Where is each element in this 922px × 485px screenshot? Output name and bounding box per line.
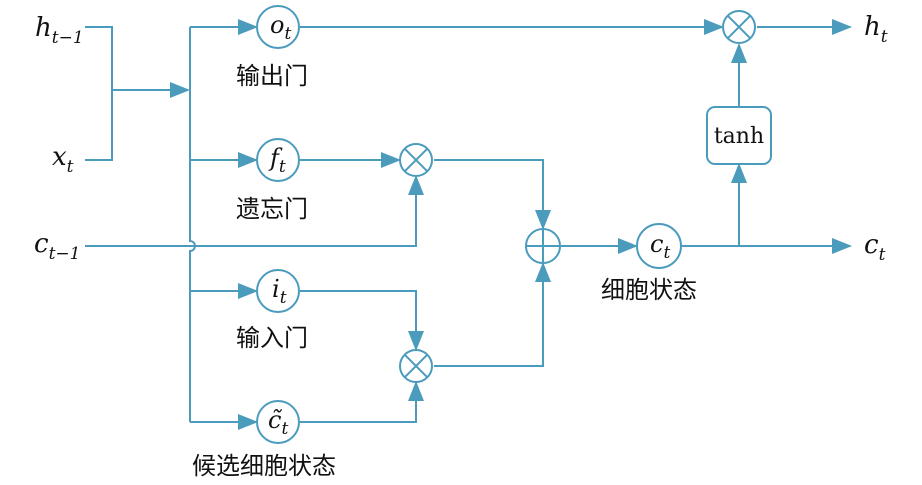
h-t-label: ht [864,12,888,47]
x-t-label: xt [52,142,74,177]
add-node [525,228,561,264]
input-gate-caption: 输入门 [236,324,308,352]
output-multiply-node [722,10,756,44]
output-gate-caption: 输出门 [236,62,308,90]
wire-ct-to-mult [300,381,424,423]
forget-gate-node [256,138,300,182]
candidate-node [256,400,300,444]
wire-h-prev [85,26,113,161]
wire-c-prev [85,175,424,247]
tanh-label: tanh [714,124,764,149]
output-gate-symbol: ot [270,11,291,44]
h-prev-label: ht−1 [35,13,84,48]
wire-fmult-to-add [434,159,551,230]
tanh-box [706,106,772,165]
cell-state-caption: 细胞状态 [601,276,697,304]
wire-bus [189,27,196,422]
cell-state-node [636,223,682,269]
output-gate-node [256,5,300,49]
c-t-label: ct [864,230,886,265]
cell-state-symbol: ct [650,230,670,263]
input-gate-symbol: it [272,275,287,308]
c-prev-label: ct−1 [34,229,80,264]
input-gate-node [256,269,300,313]
wire-imult-to-add [434,262,551,367]
forget-gate-caption: 遗忘门 [236,195,308,223]
candidate-symbol: c̃t [268,406,288,439]
forget-multiply-node [399,143,433,177]
candidate-caption: 候选细胞状态 [192,452,336,480]
wire-it-to-mult [300,290,424,351]
input-multiply-node [399,349,433,383]
